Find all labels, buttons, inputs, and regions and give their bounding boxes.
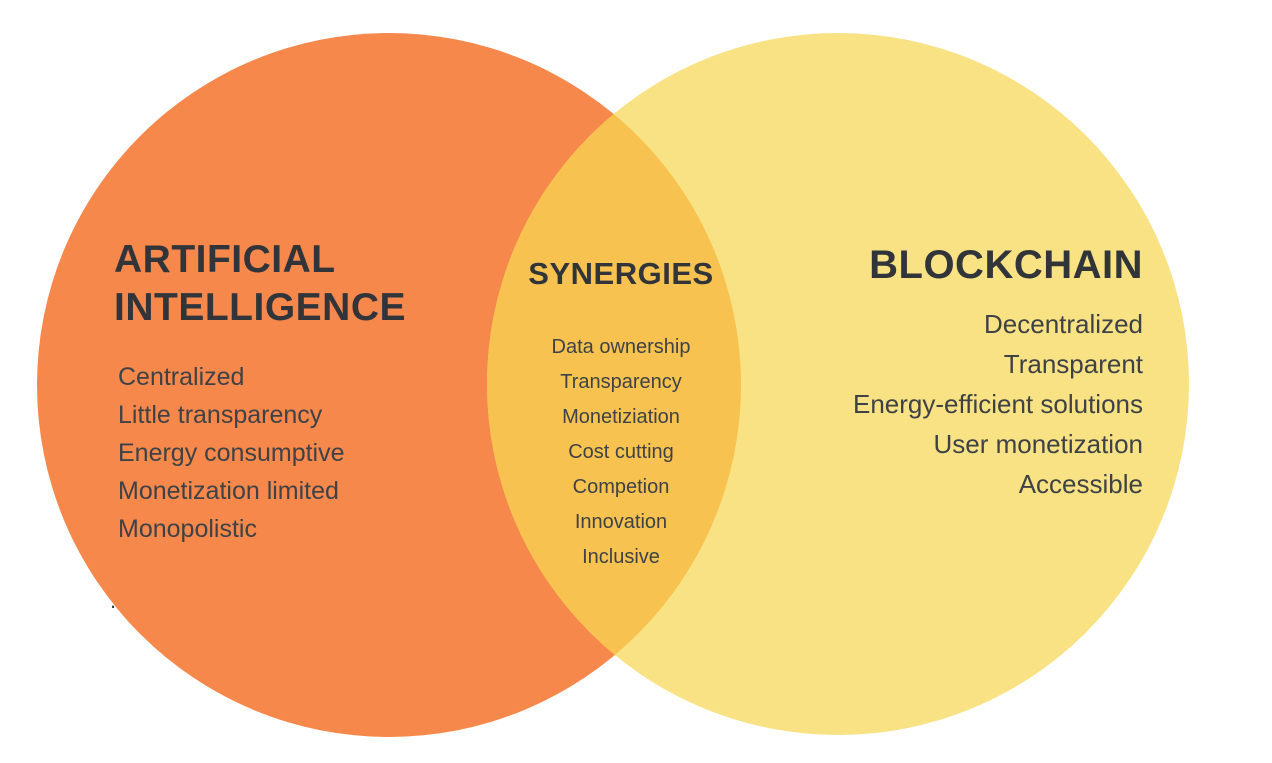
list-item: Data ownership (551, 336, 691, 358)
list-item: Inclusive (582, 546, 660, 568)
ai-list: Centralized Little transparency Energy c… (118, 358, 345, 548)
list-item: Cost cutting (568, 441, 674, 463)
blockchain-list: Decentralized Transparent Energy-efficie… (703, 304, 1143, 504)
list-item: Monopolistic (118, 515, 257, 543)
list-item: Little transparency (118, 401, 323, 429)
blockchain-title: BLOCKCHAIN (869, 243, 1143, 287)
list-item: Transparent (1003, 349, 1143, 379)
synergies-title: SYNERGIES (528, 256, 714, 291)
list-item: Accessible (1018, 469, 1143, 499)
list-item: Competion (572, 476, 670, 498)
list-item: Monetization limited (118, 477, 339, 505)
list-item: Centralized (118, 363, 245, 391)
list-item: User monetization (933, 429, 1143, 459)
list-item: Transparency (560, 371, 682, 393)
list-item: Monetiziation (562, 406, 680, 428)
ai-title: ARTIFICIAL INTELLIGENCE (114, 238, 407, 329)
list-item: Innovation (574, 511, 668, 533)
overlap-lens (487, 33, 741, 735)
list-item: Energy-efficient solutions (852, 389, 1143, 419)
list-item: Decentralized (984, 309, 1143, 339)
stray-period: . (110, 588, 117, 613)
synergies-list: Data ownership Transparency Monetiziatio… (471, 330, 771, 575)
list-item: Energy consumptive (118, 439, 345, 467)
